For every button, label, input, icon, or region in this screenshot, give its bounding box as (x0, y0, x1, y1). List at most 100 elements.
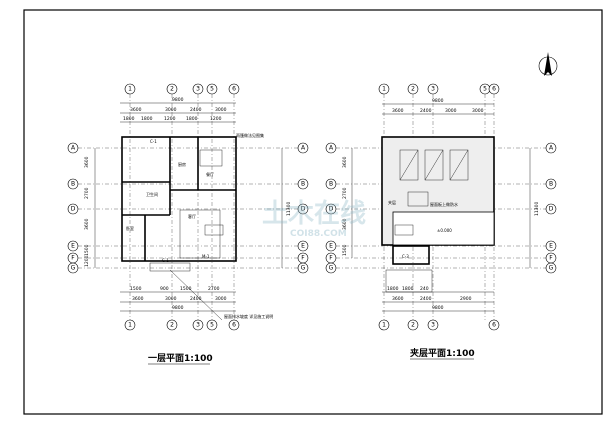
plan2-bottom-total: 9800 (432, 305, 444, 311)
plan2-col-label: 1 (382, 322, 386, 329)
plan2-row-label: E (329, 243, 333, 250)
plan1-left-dim: 3600 (84, 218, 90, 230)
plan1-row-label: G (301, 265, 306, 272)
plan2-col-label: 6 (492, 86, 496, 93)
plan2-col-label: 2 (411, 322, 415, 329)
plan1-top-sub: 1800 (141, 116, 153, 122)
plan1-room-label: 厨房 (178, 161, 186, 167)
plan1-row-label: G (71, 265, 76, 272)
plan2-row-label: A (329, 145, 334, 152)
plan2-bottom-sub: 240 (420, 286, 429, 292)
mezzanine-plan: 9800 3600 2400 3000 3000 1 2 3 5 6 1 2 3… (325, 83, 557, 360)
plan1-room-label: C-1 (162, 258, 169, 263)
plan2-row-label: F (329, 255, 333, 262)
plan1-col-label: 2 (170, 86, 174, 93)
plan1-note: 雨篷做法见图集 (236, 132, 264, 138)
plan2-col-label: 1 (382, 86, 386, 93)
plan1-bottom-sub: 1500 (180, 286, 192, 292)
plan1-bottom-dimensions: 1500 900 1500 2700 3600 3000 2400 3000 9… (120, 286, 236, 312)
plan1-row-label: D (301, 206, 306, 213)
plan1-note: 屋面排水坡度 详见施工说明 (224, 313, 273, 319)
plan2-top-dim: 3000 (445, 108, 457, 114)
plan1-row-label: E (301, 243, 305, 250)
plan1-walls (121, 136, 237, 321)
plan2-row-label: F (549, 255, 553, 262)
plan1-row-label: B (71, 181, 75, 188)
plan1-title: 一层平面1:100 (148, 353, 213, 364)
plan2-row-axes: A B D E F G A B D E F G (325, 142, 557, 274)
plan1-row-label: A (301, 145, 306, 152)
plan2-row-label: D (329, 206, 334, 213)
plan1-top-dim: 3000 (165, 107, 177, 113)
plan1-col-label: 1 (128, 322, 132, 329)
plan2-top-total: 9800 (432, 98, 444, 104)
plan1-left-dim: 1200 (84, 255, 90, 267)
plan1-row-label: F (301, 255, 305, 262)
plan2-col-label: 6 (492, 322, 496, 329)
plan1-top-dim: 3600 (130, 107, 142, 113)
plan1-left-dim: 3600 (84, 156, 90, 168)
plan1-col-label: 2 (170, 322, 174, 329)
plan2-row-label: G (329, 265, 334, 272)
plan2-left-dim: 1500 (342, 244, 348, 256)
plan2-top-dimensions: 9800 3600 2400 3000 3000 (382, 98, 494, 115)
plan2-bottom-sub: 1800 (402, 286, 414, 292)
plan1-bottom-sub: 2700 (208, 286, 220, 292)
plan1-top-sub: 1200 (210, 116, 222, 122)
plan2-bottom-dimensions: 1800 1800 240 3600 2400 2900 9800 (382, 286, 494, 312)
plan2-right-total: 11300 (534, 202, 540, 216)
plan1-bottom-dim: 3600 (132, 296, 144, 302)
plan1-bottom-dim: 3000 (165, 296, 177, 302)
north-arrow (538, 52, 558, 76)
plan1-col-label: 3 (196, 322, 200, 329)
plan1-room-label: C-1 (150, 139, 157, 144)
ground-floor-plan: 9800 3600 3000 2400 3000 1800 1800 1200 … (67, 83, 309, 365)
plan2-top-dim: 3000 (472, 108, 484, 114)
plan2-col-label: 5 (483, 86, 487, 93)
plan2-row-label: E (549, 243, 553, 250)
plan1-top-dim: 3000 (215, 107, 227, 113)
plan2-column-axes: 1 2 3 5 6 1 2 3 6 (378, 83, 500, 331)
watermark-text: 土木在线 (262, 199, 366, 229)
plan2-note: 屋面板上做防水 (430, 201, 458, 207)
plan1-col-label: 5 (210, 322, 214, 329)
sheet-border (23, 9, 603, 415)
plan2-title: 夹层平面1:100 (410, 347, 475, 359)
plan2-col-label: 3 (431, 86, 435, 93)
plan1-row-axes: A B D E F G A B D E F G (67, 142, 309, 274)
plan1-col-label: 6 (232, 322, 236, 329)
plan1-top-sub: 1800 (186, 116, 198, 122)
plan2-bottom-dim: 2900 (460, 296, 472, 302)
plan2-room-label: C-3 (402, 254, 409, 259)
plan2-top-dim: 3600 (392, 108, 404, 114)
plan1-room-label: M-1 (202, 254, 210, 259)
plan1-column-axes-bottom: 1 2 3 5 6 (124, 319, 240, 331)
plan2-col-label: 3 (431, 322, 435, 329)
plan1-left-dim: 2700 (84, 187, 90, 199)
plan2-col-label: 2 (411, 86, 415, 93)
plan2-row-label: D (549, 206, 554, 213)
watermark: 土木在线 COI88.COM (262, 199, 366, 239)
watermark-subtext: COI88.COM (290, 229, 347, 239)
plan2-side-dimensions: 3600 2700 3600 1500 11300 (342, 148, 540, 268)
plan1-col-label: 3 (196, 86, 200, 93)
plan1-bottom-total: 9800 (172, 305, 184, 311)
plan1-row-label: A (71, 145, 76, 152)
plan1-col-label: 1 (128, 86, 132, 93)
plan1-col-label: 5 (210, 86, 214, 93)
plan1-room-label: 卫生间 (146, 191, 158, 197)
plan2-bottom-dim: 2400 (420, 296, 432, 302)
plan1-bottom-dim: 3000 (215, 296, 227, 302)
plan2-left-dim: 3600 (342, 156, 348, 168)
plan1-bottom-sub: 1500 (130, 286, 142, 292)
plan1-top-sub: 1200 (164, 116, 176, 122)
plan2-row-label: A (549, 145, 554, 152)
plan2-room-label: ±0.000 (437, 228, 452, 233)
plan1-row-label: E (71, 243, 75, 250)
plan1-column-axes-top: 1 2 3 5 6 (124, 83, 240, 320)
plan2-row-label: B (549, 181, 553, 188)
plan1-room-label: 客厅 (188, 213, 196, 219)
plan1-right-total: 11300 (286, 202, 292, 216)
plan2-row-label: G (549, 265, 554, 272)
